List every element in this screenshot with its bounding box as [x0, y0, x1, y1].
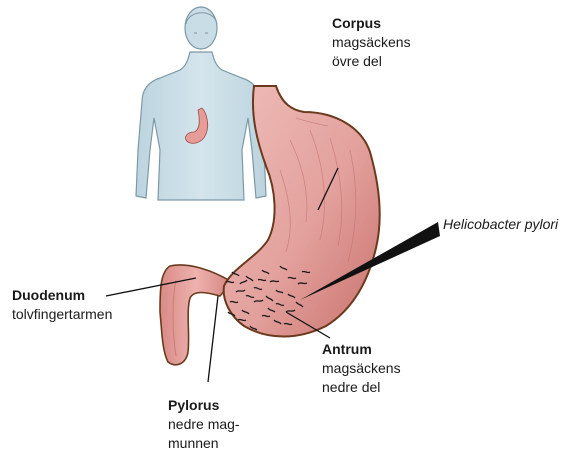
- antrum-term: Antrum: [322, 340, 401, 359]
- duodenum-shape: [160, 265, 232, 365]
- antrum-sub-2: nedre del: [322, 378, 401, 397]
- duodenum-label: Duodenum tolvfingertarmen: [12, 286, 112, 324]
- antrum-label: Antrum magsäckens nedre del: [322, 340, 401, 397]
- duodenum-sub-1: tolvfingertarmen: [12, 305, 112, 324]
- corpus-term: Corpus: [332, 14, 411, 33]
- helicobacter-term: Helicobacter pylori: [443, 215, 558, 234]
- corpus-sub-2: övre del: [332, 52, 411, 71]
- pylorus-sub-2: munnen: [168, 434, 240, 453]
- corpus-label: Corpus magsäckens övre del: [332, 14, 411, 71]
- pylorus-sub-1: nedre mag-: [168, 415, 240, 434]
- duodenum-term: Duodenum: [12, 286, 112, 305]
- human-figure: [136, 7, 266, 200]
- helicobacter-label: Helicobacter pylori: [443, 215, 558, 234]
- pylorus-term: Pylorus: [168, 396, 240, 415]
- corpus-sub-1: magsäckens: [332, 33, 411, 52]
- pylorus-label: Pylorus nedre mag- munnen: [168, 396, 240, 453]
- pylorus-leader: [208, 296, 218, 382]
- antrum-sub-1: magsäckens: [322, 359, 401, 378]
